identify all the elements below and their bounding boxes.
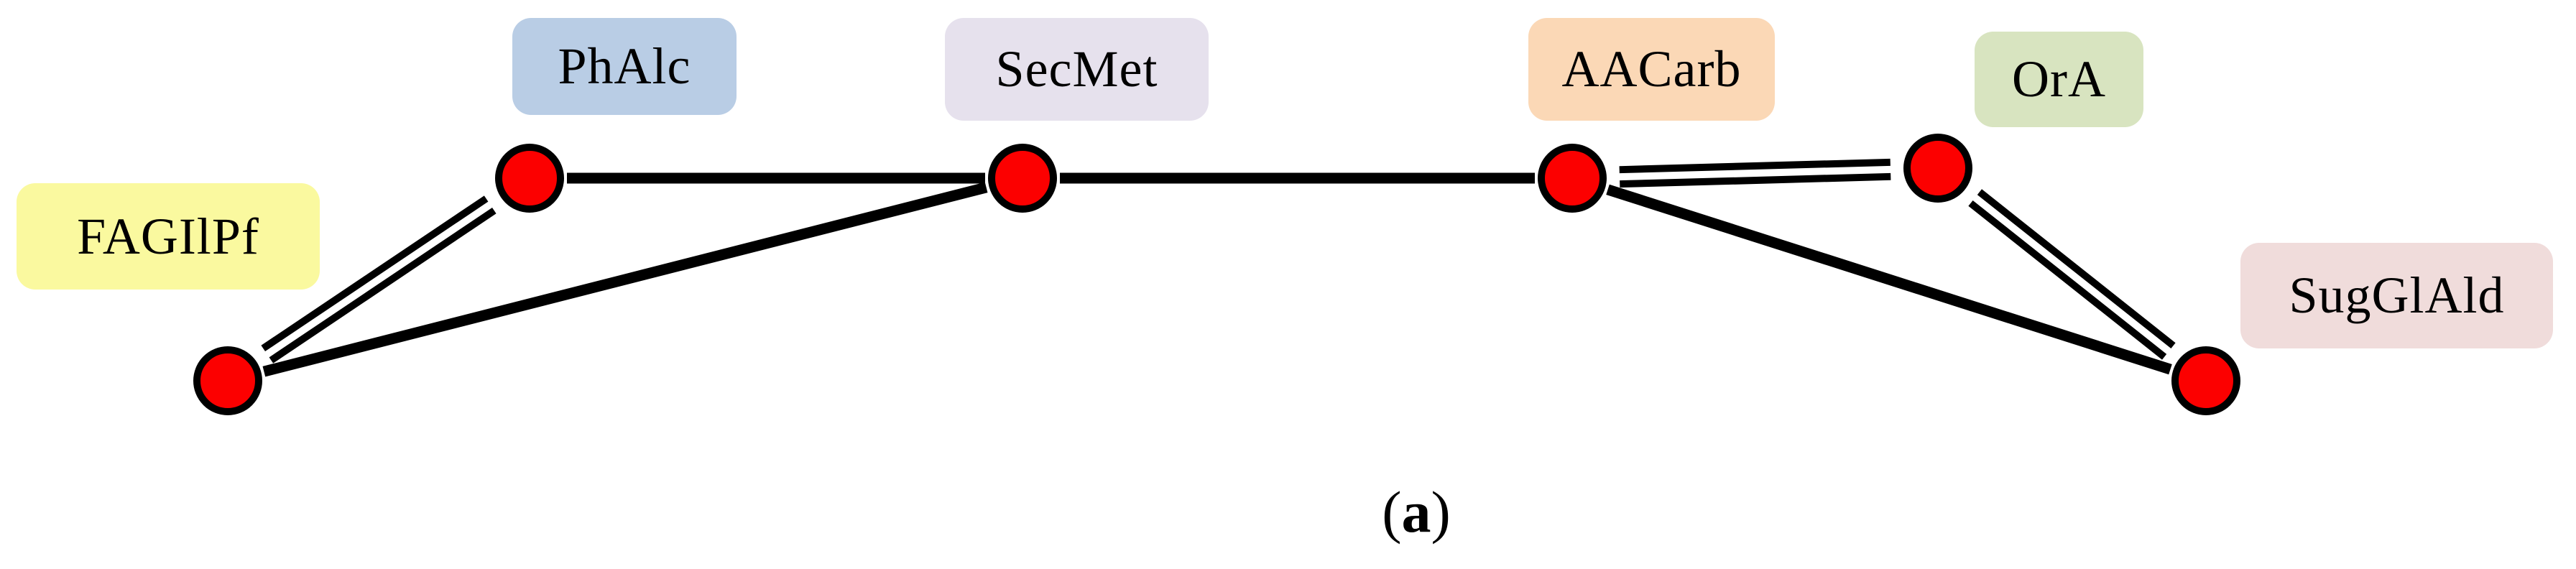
- node-label-SugGlAld: SugGlAld: [2240, 243, 2553, 348]
- node-SecMet: [988, 144, 1057, 213]
- node-label-AACarb: AACarb: [1528, 18, 1775, 121]
- caption-letter: a: [1401, 479, 1431, 545]
- caption-open-paren: (: [1382, 479, 1402, 545]
- edge-AACarb-OrA-double: [1620, 172, 1891, 188]
- edge-FAGIlPf-SecMet: [262, 182, 988, 377]
- caption-close-paren: ): [1431, 479, 1451, 545]
- figure-caption: (a): [1382, 479, 1451, 545]
- node-PhAlc: [495, 144, 564, 213]
- edge-OrA-SugGlAld-double: [1977, 189, 2176, 349]
- edge-AACarb-OrA-double: [1619, 158, 1891, 174]
- node-label-OrA: OrA: [1975, 32, 2143, 127]
- edge-OrA-SugGlAld-double: [1968, 200, 2167, 360]
- edge-AACarb-SugGlAld: [1606, 184, 2172, 375]
- node-AACarb: [1538, 144, 1607, 213]
- edge-FAGIlPf-PhAlc-double: [261, 195, 489, 352]
- node-OrA: [1903, 134, 1972, 203]
- node-label-SecMet: SecMet: [945, 18, 1209, 121]
- node-label-FAGIlPf: FAGIlPf: [17, 183, 320, 290]
- node-FAGIlPf: [193, 346, 262, 415]
- edge-FAGIlPf-PhAlc-double: [269, 207, 497, 364]
- node-label-PhAlc: PhAlc: [512, 18, 737, 115]
- node-SugGlAld: [2171, 346, 2240, 415]
